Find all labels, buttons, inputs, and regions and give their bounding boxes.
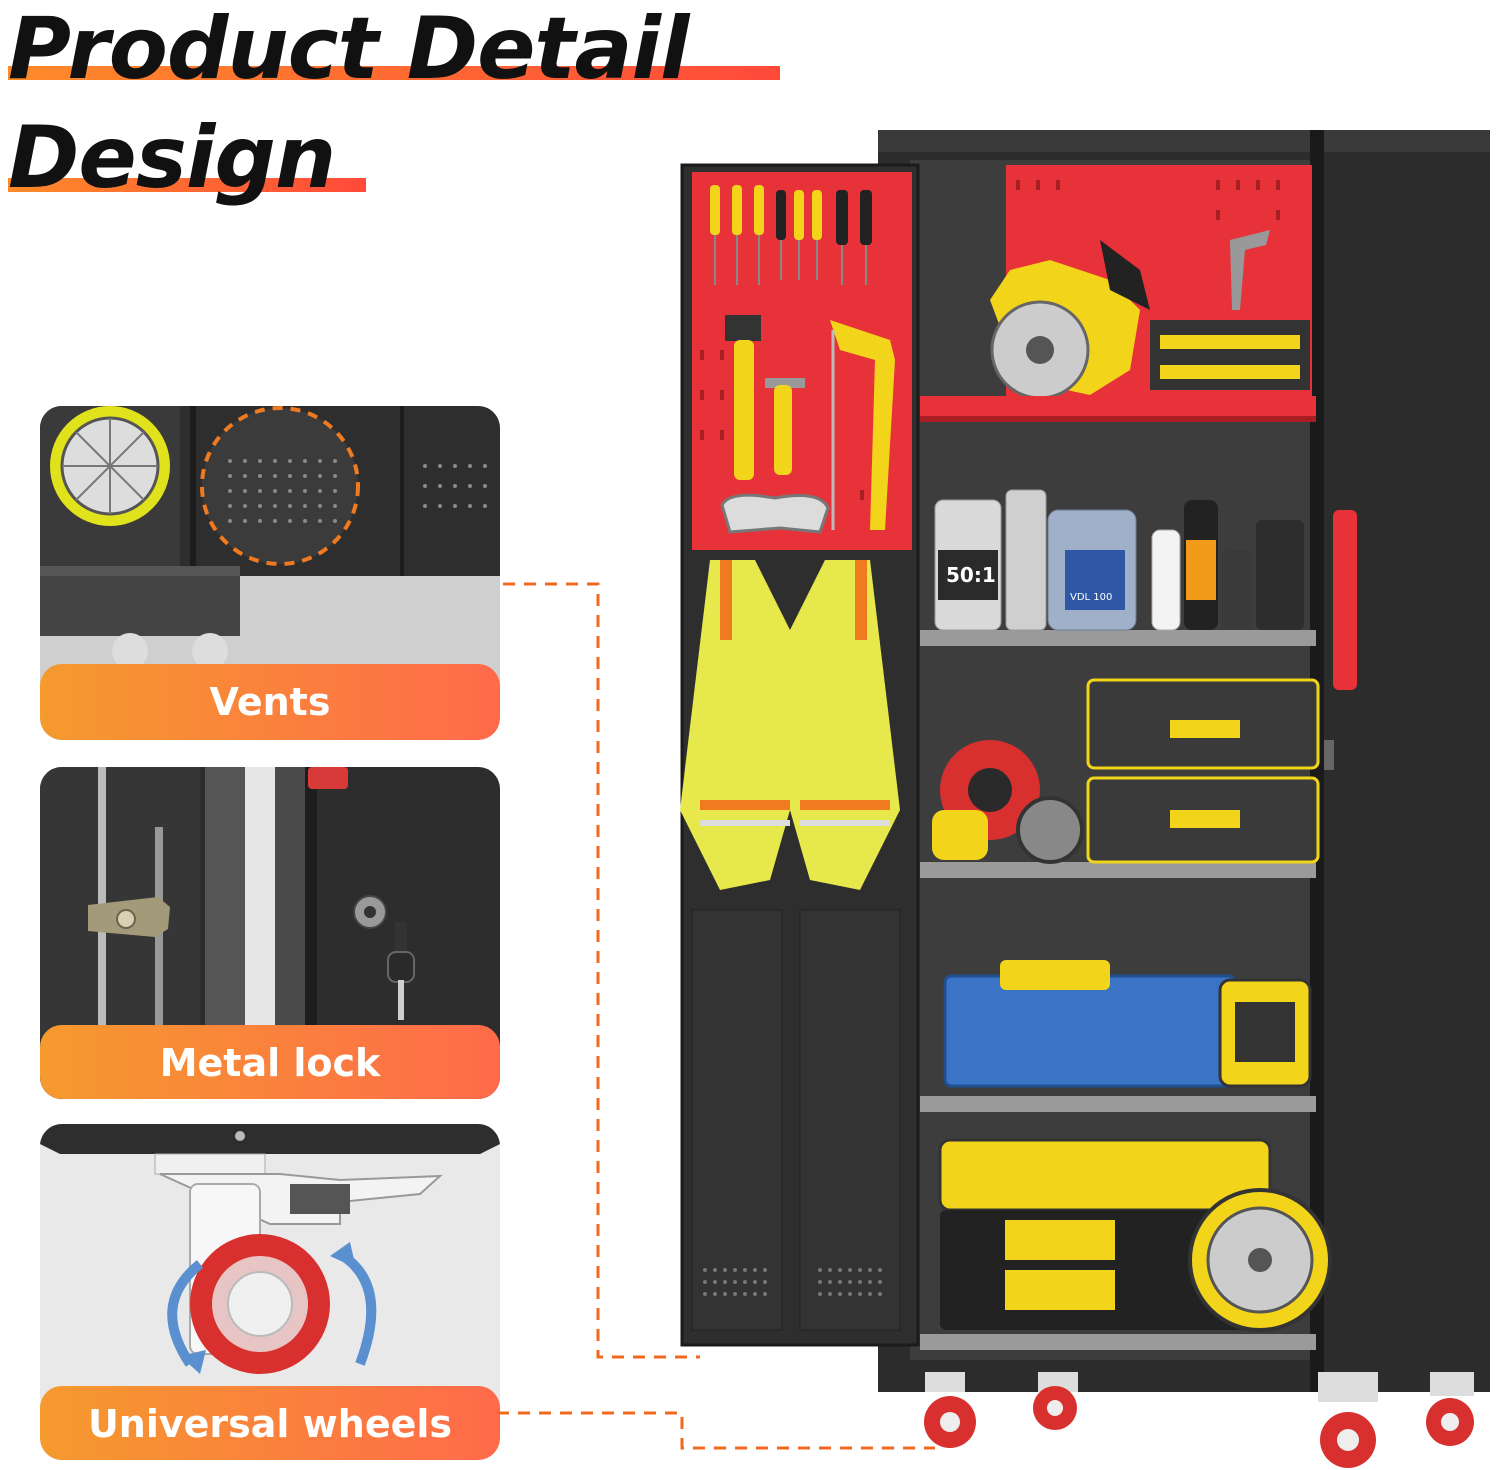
- shelf-bottom: [920, 1334, 1316, 1350]
- wheels-label-bar: Universal wheels: [40, 1386, 500, 1460]
- feature-card-universal-wheels: Universal wheels: [40, 1124, 500, 1460]
- oil-bottles: 50:1 VDL 100: [934, 489, 1304, 631]
- vents-label: Vents: [209, 680, 331, 724]
- circular-saw: [990, 240, 1150, 400]
- tool-cases: [932, 678, 1320, 864]
- feature-card-metal-lock: Metal lock: [40, 767, 500, 1099]
- vents-label-bar: Vents: [40, 664, 500, 740]
- blue-crate: [943, 960, 1312, 1088]
- side-handle: [1333, 510, 1357, 690]
- shelf-3: [920, 862, 1316, 878]
- title-line-1: Product Detail: [8, 0, 690, 99]
- title-underline-2: [8, 178, 366, 192]
- shelf-top: [920, 396, 1316, 416]
- metal-lock-label: Metal lock: [159, 1041, 381, 1085]
- feature-card-vents: Vents: [40, 406, 500, 740]
- bottle-label-2: VDL 100: [1070, 592, 1112, 603]
- safety-goggles: [720, 493, 830, 534]
- title-underline-1: [8, 66, 780, 80]
- bottle-label-1: 50:1: [946, 563, 996, 587]
- hammer: [734, 340, 754, 480]
- shelf-2: [920, 630, 1316, 646]
- open-door: [680, 163, 920, 1347]
- shelf-4: [920, 1096, 1316, 1112]
- vent-holes: [228, 459, 487, 523]
- hacksaw: [830, 320, 895, 530]
- toolbox-and-fan: [938, 1138, 1332, 1332]
- title-line-2: Design: [8, 108, 336, 208]
- universal-wheels-label: Universal wheels: [87, 1402, 453, 1446]
- lock-label-bar: Metal lock: [40, 1025, 500, 1099]
- cabinet-illustration: 50:1 VDL 100: [680, 130, 1490, 1468]
- door-vents: [703, 1268, 882, 1296]
- caster-wheels: [924, 1372, 1474, 1468]
- cabinet-lock: [1324, 740, 1334, 770]
- screwdrivers: [710, 185, 872, 285]
